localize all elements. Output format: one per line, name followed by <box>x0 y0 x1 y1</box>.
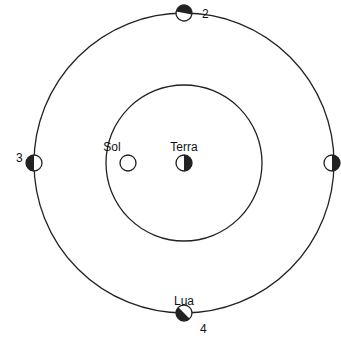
earth-symbol <box>176 155 192 171</box>
moon-orbit <box>34 13 334 313</box>
inner-orbit <box>106 85 262 241</box>
sun-symbol <box>120 155 136 171</box>
moon-symbol <box>324 155 340 171</box>
moon-symbol <box>175 4 194 23</box>
body-label: Terra <box>168 140 199 154</box>
moon-symbol <box>26 155 42 171</box>
body-label: Sol <box>101 140 122 154</box>
callout-number: 2 <box>200 7 211 21</box>
callout-number: 3 <box>14 151 25 165</box>
body-label: Lua <box>172 294 196 308</box>
callout-number: 4 <box>198 322 209 336</box>
